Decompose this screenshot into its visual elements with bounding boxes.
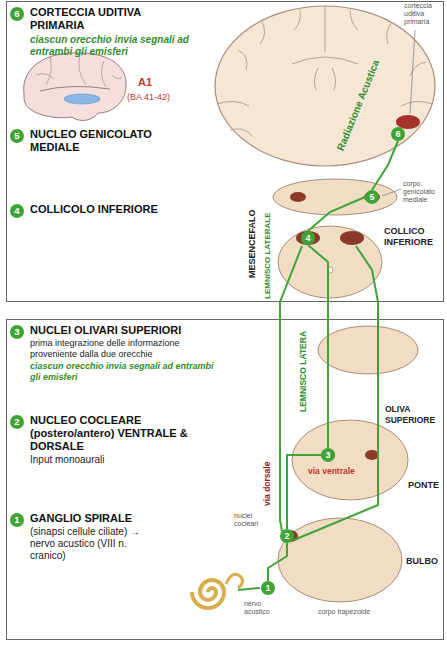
pathway-marker: 4: [301, 231, 315, 245]
callout-number: 4: [10, 204, 24, 218]
leader-line: [382, 189, 401, 196]
part-label: via ventrale: [308, 466, 355, 476]
callout-number: 4: [305, 233, 310, 243]
step-entry: 3 NUCLEI OLIVARI SUPERIORIprima integrazi…: [10, 324, 225, 383]
callout-number: 2: [10, 415, 24, 429]
part-label: nervo acustico: [244, 600, 280, 616]
step-note: ciascun orecchio invia segnali ad entram…: [30, 361, 220, 383]
axis-label: LEMNISCO LATERALE: [263, 212, 273, 299]
auditory-area: [64, 94, 100, 104]
pathway-marker: 2: [280, 529, 294, 543]
superior-olive: [365, 450, 379, 460]
part-label: corteccia uditiva primaria: [404, 2, 444, 26]
pathway-connector: [268, 543, 287, 581]
callout-number: 6: [10, 7, 24, 21]
cochlea: [192, 580, 224, 608]
callout-number: 3: [10, 325, 24, 339]
callout-number: 1: [265, 583, 270, 593]
part-label: corpo trapezoide: [318, 608, 370, 616]
crossed-pathway: [294, 246, 378, 540]
callout-number: 6: [395, 129, 400, 139]
callout-number: 5: [369, 192, 374, 202]
callout-number: 2: [284, 531, 289, 541]
axis-label: via dorsale: [262, 462, 272, 506]
pons-section: [292, 420, 408, 500]
part-label: PONTE: [408, 480, 439, 491]
pathway-marker: 1: [261, 581, 275, 595]
part-label: BULBO: [406, 556, 438, 567]
pathway-connector: [308, 245, 328, 448]
part-label: COLLICO INFERIORE: [384, 226, 440, 248]
step-heading: GANGLIO SPIRALE: [30, 512, 180, 525]
step-entry: 5 NUCLEO GENICOLATO MEDIALE: [10, 128, 165, 154]
lateral-sulcus: [40, 86, 110, 91]
step-heading: NUCLEI OLIVARI SUPERIORI: [30, 324, 225, 337]
callout-number: 1: [10, 513, 24, 527]
lateral-brain: [24, 53, 127, 121]
step-heading: NUCLEO COCLEARE (postero/antero) VENTRAL…: [30, 414, 200, 453]
pathway-marker: 5: [365, 190, 379, 204]
part-label: nuclei cocleari: [234, 512, 266, 528]
leader-line: [410, 30, 415, 114]
pathway-connector: [308, 197, 365, 231]
brain-sulcus: [217, 6, 433, 136]
step-entry: 6 CORTECCIA UDITIVA PRIMARIAciascun orecc…: [10, 6, 208, 58]
pathway-marker: 3: [321, 448, 335, 462]
step-note: (sinapsi cellule ciliate) → nervo acusti…: [30, 526, 155, 562]
part-label: corpo genicolato mediale: [403, 180, 443, 204]
step-heading: CORTECCIA UDITIVA PRIMARIA: [30, 6, 165, 32]
part-label: OLIVA SUPERIORE: [385, 404, 441, 426]
panel-frame: [7, 2, 444, 302]
geniculate-nucleus: [290, 192, 306, 202]
part-label: (BA 41-42): [127, 92, 170, 103]
step-heading: COLLICOLO INFERIORE: [30, 203, 205, 216]
part-label: A1: [138, 76, 152, 89]
callout-number: 5: [10, 129, 24, 143]
semicircular-canal: [226, 574, 243, 588]
coronal-brain: [215, 6, 435, 166]
step-note: Input monoaurali: [30, 454, 200, 466]
pathway-connector: [372, 141, 398, 190]
axis-label: LEMNISCO LATERA: [298, 331, 308, 412]
inferior-colliculus: [340, 231, 364, 245]
axis-label: MESENCEFALO: [247, 209, 258, 278]
step-entry: 1 GANGLIO SPIRALE(sinapsi cellule ciliate…: [10, 512, 180, 562]
brainstem-section: [318, 326, 418, 374]
inferior-colliculus: [296, 231, 320, 245]
step-entry: 4 COLLICOLO INFERIORE: [10, 203, 205, 216]
pathway-marker: 6: [391, 127, 405, 141]
step-note: prima integrazione delle informazione pr…: [30, 338, 220, 360]
axis-label: Radiazione Acustica: [334, 56, 383, 154]
callout-number: 3: [325, 450, 330, 460]
step-heading: NUCLEO GENICOLATO MEDIALE: [30, 128, 165, 154]
step-note: ciascun orecchio invia segnali ad entram…: [30, 34, 208, 58]
medulla-section: [278, 518, 402, 602]
brain-sulcus: [36, 55, 122, 87]
acoustic-nerve: [238, 588, 260, 590]
step-entry: 2 NUCLEO COCLEARE (postero/antero) VENTRA…: [10, 414, 200, 466]
brain-outline: [24, 53, 127, 121]
